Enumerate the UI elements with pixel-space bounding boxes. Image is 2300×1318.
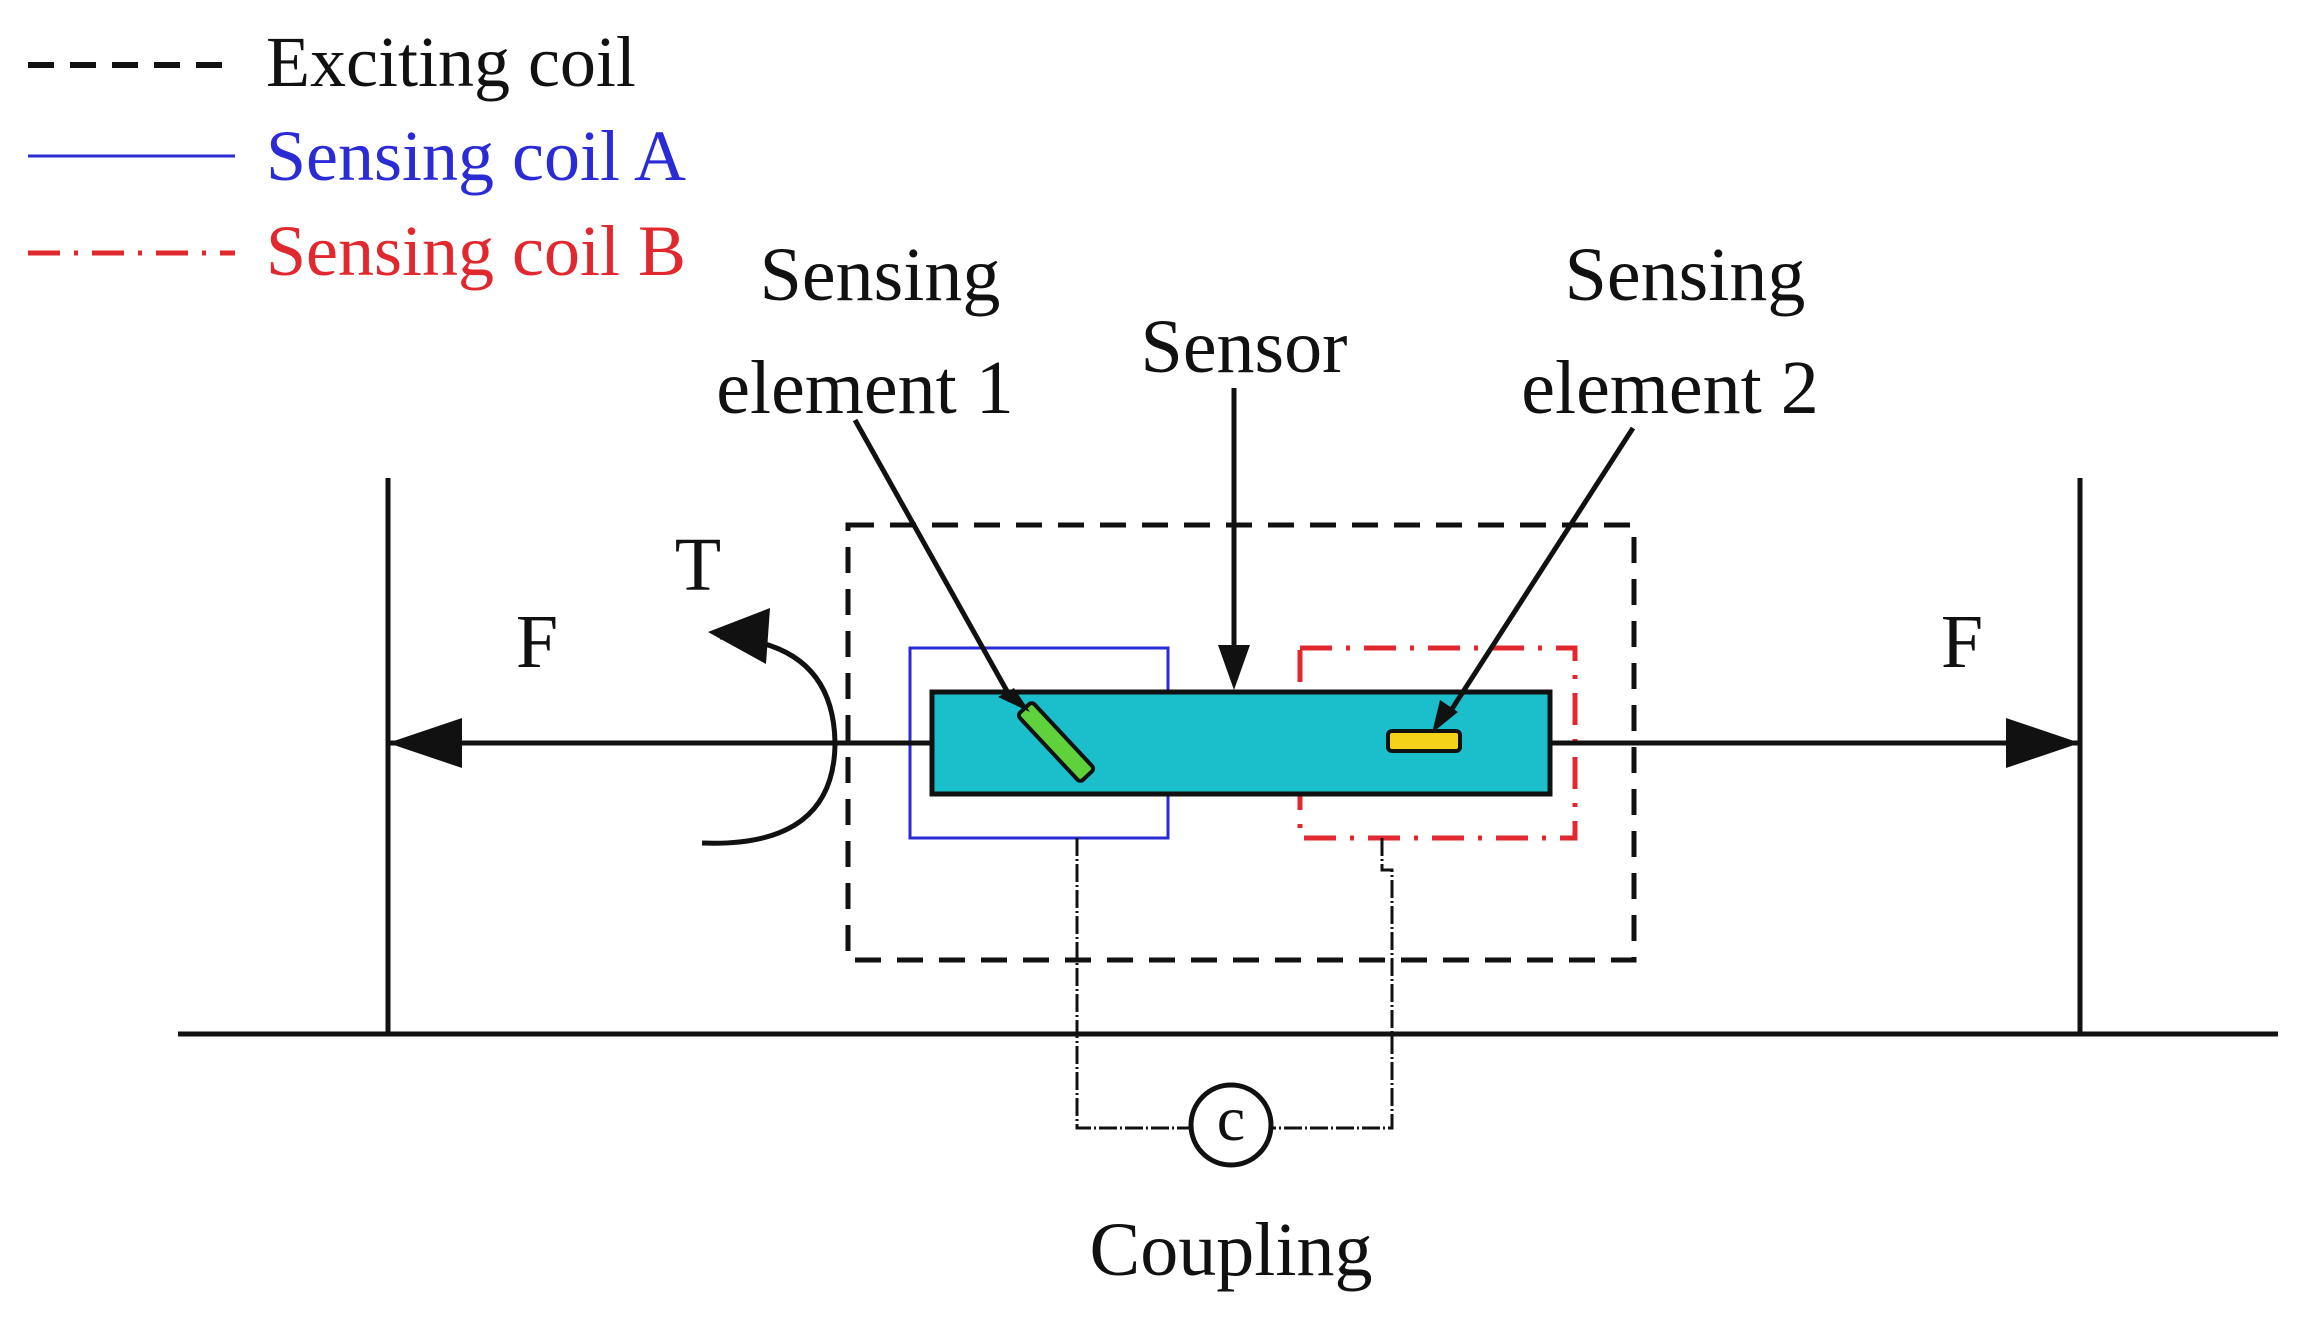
torque-arrow-head — [708, 608, 770, 664]
legend: Exciting coil Sensing coil A Sensing coi… — [28, 22, 686, 291]
label-sensing-element-2-line1: Sensing — [1565, 233, 1806, 317]
exciting-coil — [845, 522, 1637, 963]
pointer-sensing-element-2-head — [1432, 700, 1458, 733]
legend-sensing-coil-b-label: Sensing coil B — [266, 211, 686, 291]
label-coupling: Coupling — [1090, 1208, 1373, 1292]
coupling-wire-left — [1075, 838, 1190, 1130]
legend-sensing-coil-a-label: Sensing coil A — [266, 116, 686, 196]
label-force-right: F — [1941, 600, 1983, 684]
label-coupling-symbol: c — [1217, 1083, 1245, 1154]
label-force-left: F — [516, 600, 558, 684]
label-sensor: Sensor — [1141, 305, 1348, 389]
coupling-circle — [1188, 1082, 1274, 1168]
label-sensing-element-2-line2: element 2 — [1521, 346, 1819, 430]
sensing-element-2 — [1386, 729, 1462, 753]
pointer-sensing-element-1 — [852, 418, 1015, 702]
force-arrow-left-head — [388, 718, 462, 768]
pointer-sensor-head — [1218, 645, 1250, 690]
label-sensing-element-1-line1: Sensing — [760, 233, 1001, 317]
torque-arc — [701, 634, 838, 846]
label-torque: T — [675, 523, 721, 607]
legend-exciting-coil-label: Exciting coil — [266, 22, 636, 102]
force-arrow-right-head — [2006, 718, 2080, 768]
label-sensing-element-1-line2: element 1 — [716, 346, 1014, 430]
coupling-wire-right — [1272, 838, 1394, 1130]
pointer-sensing-element-1-head — [998, 688, 1030, 712]
pointer-sensing-element-2 — [1447, 426, 1636, 714]
